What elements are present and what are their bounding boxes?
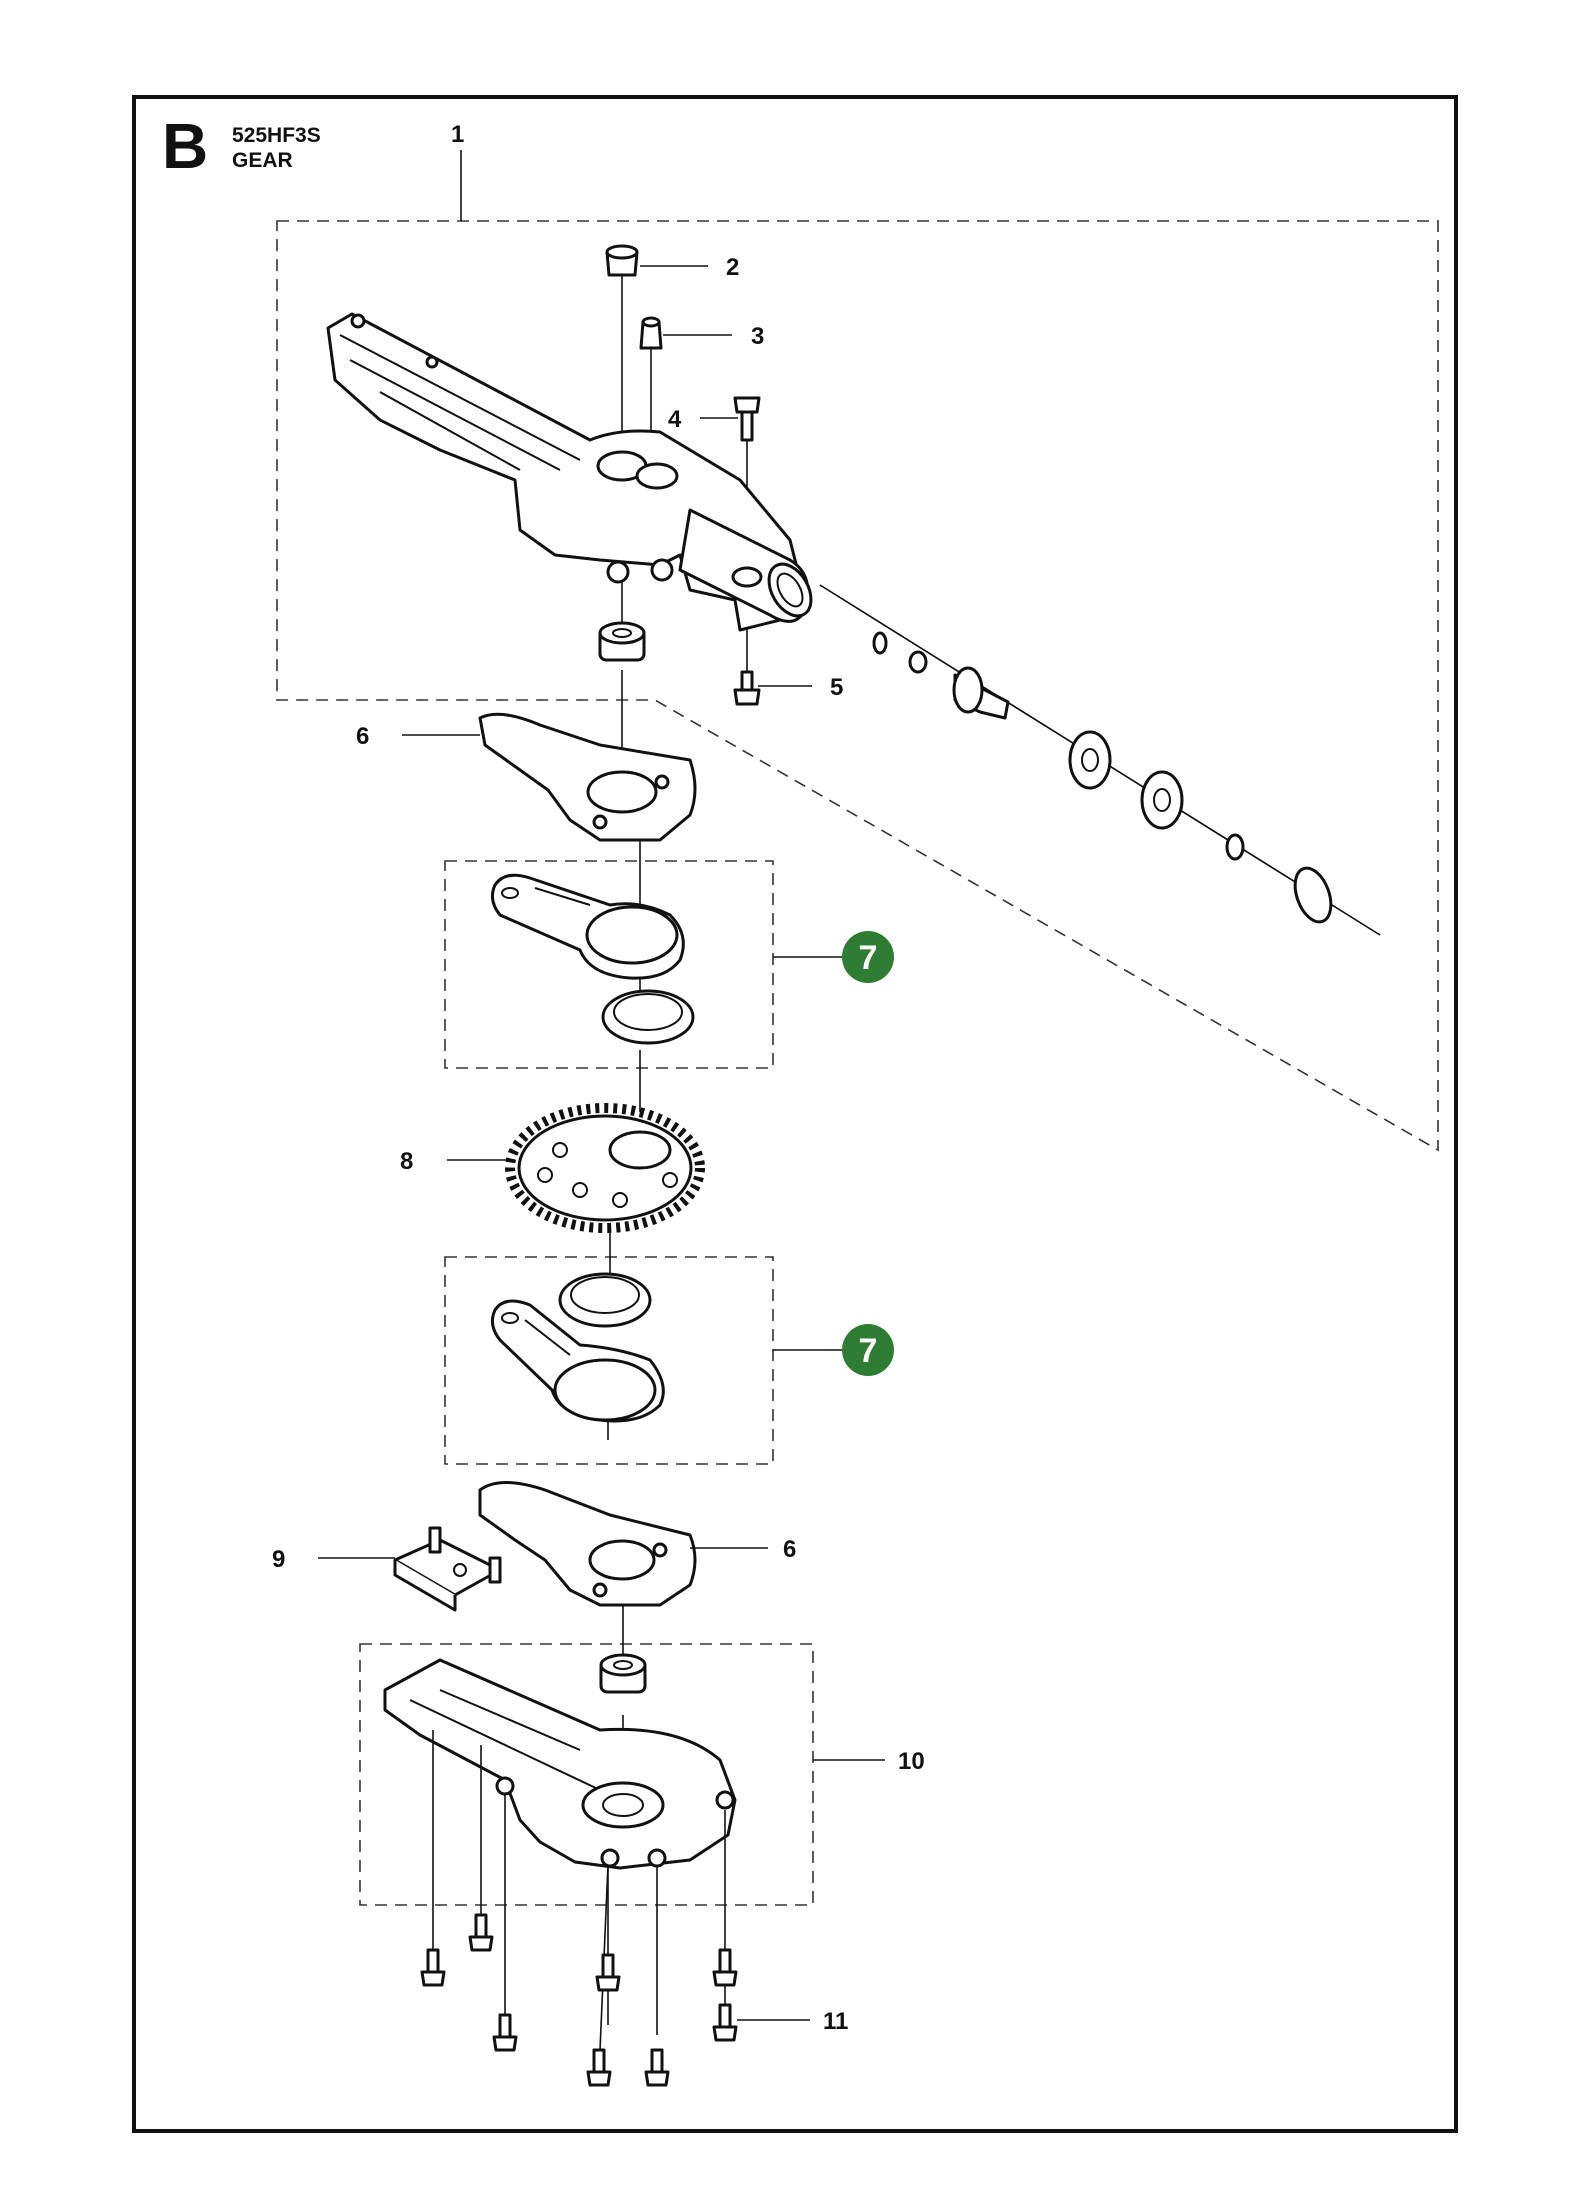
callout-5: 5 — [830, 674, 843, 701]
callout-11: 11 — [823, 2008, 848, 2035]
bevel-gear — [505, 1103, 705, 1233]
screw — [712, 2003, 738, 2042]
plug — [605, 244, 639, 277]
callout-7-lower: 7 — [859, 1332, 878, 1370]
bearing — [601, 989, 695, 1045]
highlight-callout-7-lower: 7 — [842, 1324, 894, 1376]
screw — [644, 2048, 670, 2087]
screw — [492, 2013, 518, 2052]
spacer — [908, 650, 928, 674]
grease-nipple — [639, 316, 663, 350]
screw — [595, 1953, 621, 1992]
gear-cover — [383, 1658, 737, 1870]
bearing — [598, 621, 646, 662]
bearing-kit-group-box-upper — [444, 860, 774, 1069]
ball-bearing — [1140, 770, 1184, 830]
screw — [733, 670, 761, 706]
callout-1: 1 — [451, 121, 464, 148]
screw — [420, 1948, 446, 1987]
callout-3: 3 — [751, 323, 764, 350]
screw — [586, 2048, 612, 2087]
gear-housing — [326, 312, 813, 632]
callout-10: 10 — [898, 1748, 925, 1775]
callout-badge — [842, 931, 894, 983]
highlight-callout-7-upper: 7 — [842, 931, 894, 983]
bearing-bracket — [490, 873, 685, 980]
circlip — [1225, 833, 1245, 861]
callout-9: 9 — [272, 1546, 285, 1573]
bearing-bracket — [490, 1299, 665, 1423]
screw — [712, 1948, 738, 1987]
screw-set — [432, 1730, 726, 2051]
housing-assembly-group-box — [276, 220, 1439, 1152]
gear-cover-group-box — [359, 1643, 814, 1906]
screw — [468, 1913, 494, 1952]
circlip — [872, 631, 888, 655]
gasket-plate — [478, 1481, 697, 1607]
ball-bearing — [1068, 730, 1112, 790]
bearing-kit-group-box-lower — [444, 1256, 774, 1465]
pinion-gear — [952, 666, 1010, 720]
screw — [733, 396, 761, 442]
section-letter: B — [162, 110, 208, 182]
callout-4: 4 — [668, 406, 682, 433]
callout-7-upper: 7 — [859, 939, 878, 977]
page-frame — [132, 95, 1458, 2133]
gasket-plate — [478, 712, 697, 842]
callout-8: 8 — [400, 1148, 413, 1175]
model-name: 525HF3S — [232, 124, 321, 147]
callout-2: 2 — [726, 254, 739, 281]
retaining-ring — [1293, 866, 1333, 924]
callout-6-lower: 6 — [783, 1536, 796, 1563]
clip-bracket — [393, 1526, 502, 1612]
bearing — [599, 1653, 647, 1694]
assembly-name: GEAR — [232, 149, 293, 172]
callout-6-upper: 6 — [356, 723, 369, 750]
callout-leaders — [318, 150, 885, 2021]
callout-badge — [842, 1324, 894, 1376]
bearing — [558, 1272, 652, 1328]
